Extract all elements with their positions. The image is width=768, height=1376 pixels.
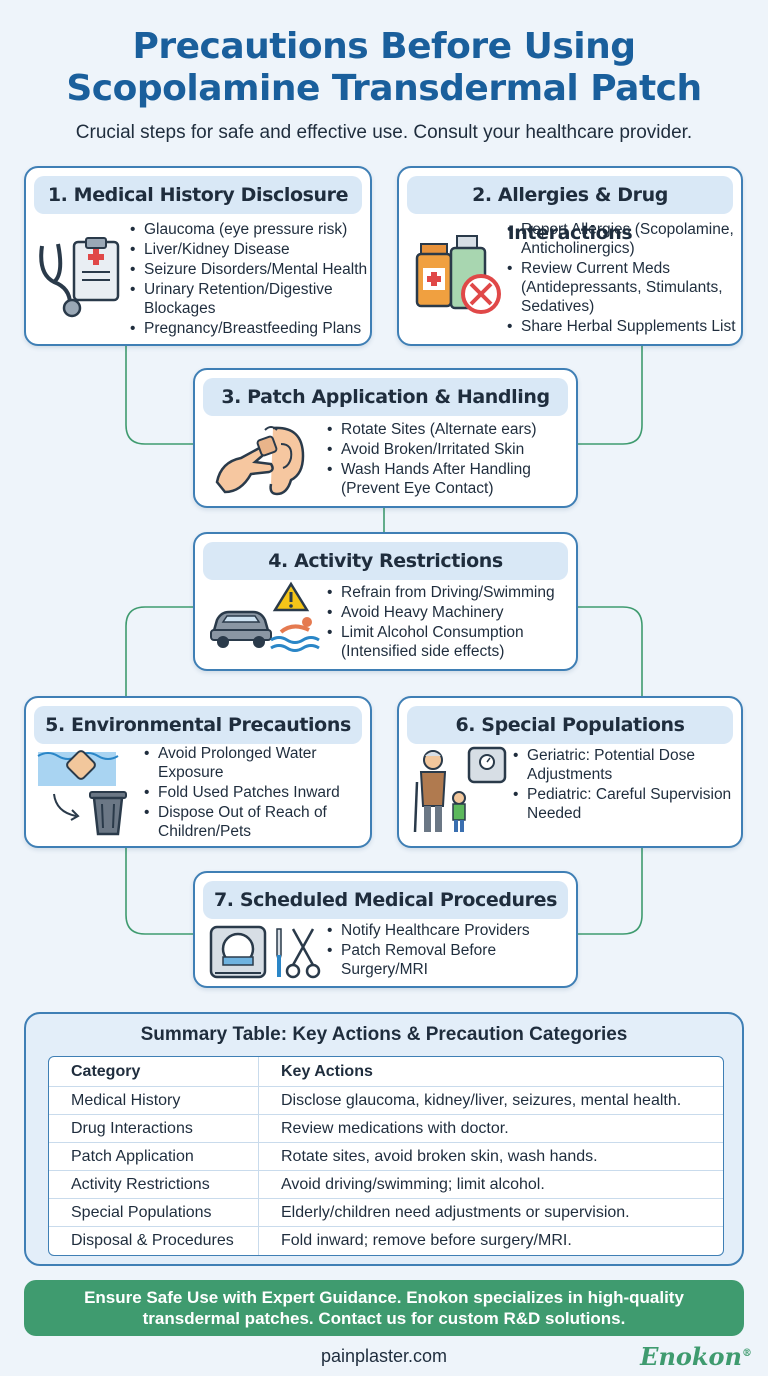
- table-cell: Review medications with doctor.: [259, 1115, 723, 1143]
- card-activity-restrictions: 4. Activity Restrictions Refrain from Dr…: [193, 532, 578, 671]
- card-title: 7. Scheduled Medical Procedures: [203, 881, 568, 919]
- card-item-list: Notify Healthcare Providers Patch Remova…: [327, 921, 577, 980]
- medicine-bottles-icon: [415, 232, 505, 323]
- list-item: Wash Hands After Handling (Prevent Eye C…: [327, 460, 577, 498]
- card-patch-application: 3. Patch Application & Handling Rotate S…: [193, 368, 578, 508]
- card-title: 6. Special Populations: [407, 706, 733, 744]
- card-title: 4. Activity Restrictions: [203, 542, 568, 580]
- table-header-row: Category Key Actions: [49, 1057, 723, 1087]
- list-item: Avoid Prolonged Water Exposure: [144, 744, 370, 782]
- list-item: Share Herbal Supplements List: [507, 317, 739, 336]
- stethoscope-clipboard-icon: [34, 234, 126, 325]
- table-cell: Drug Interactions: [49, 1115, 259, 1143]
- table-cell: Disposal & Procedures: [49, 1227, 259, 1255]
- connector-lines: [125, 346, 643, 935]
- list-item: Dispose Out of Reach of Children/Pets: [144, 803, 370, 841]
- table-cell: Patch Application: [49, 1143, 259, 1171]
- card-title: 5. Environmental Precautions: [34, 706, 362, 744]
- ear-patch-icon: [211, 422, 311, 507]
- website-link[interactable]: painplaster.com: [320, 1346, 448, 1366]
- column-header-category: Category: [49, 1057, 259, 1087]
- table-row: Medical History Disclose glaucoma, kidne…: [49, 1087, 723, 1115]
- mri-scalpel-icon: [209, 925, 325, 986]
- car-swimmer-icon: [209, 580, 325, 661]
- banner-line-1: Ensure Safe Use with Expert Guidance. En…: [84, 1288, 684, 1307]
- card-item-list: Geriatric: Potential Dose Adjustments Pe…: [513, 746, 739, 824]
- table-row: Drug Interactions Review medications wit…: [49, 1115, 723, 1143]
- card-title: 1. Medical History Disclosure: [34, 176, 362, 214]
- registered-mark: ®: [742, 1348, 752, 1359]
- banner-line-2: transdermal patches. Contact us for cust…: [142, 1309, 626, 1328]
- summary-panel: Summary Table: Key Actions & Precaution …: [24, 1012, 744, 1266]
- list-item: Limit Alcohol Consumption (Intensified s…: [327, 623, 577, 661]
- list-item: Glaucoma (eye pressure risk): [130, 220, 370, 239]
- list-item: Rotate Sites (Alternate ears): [327, 420, 577, 439]
- card-allergies: 2. Allergies & Drug Interactions Report …: [397, 166, 743, 346]
- table-cell: Elderly/children need adjustments or sup…: [259, 1199, 723, 1227]
- elderly-child-scale-icon: [411, 746, 511, 843]
- summary-title: Summary Table: Key Actions & Precaution …: [140, 1024, 628, 1045]
- brand-logo: Enokon®: [640, 1342, 752, 1371]
- card-item-list: Rotate Sites (Alternate ears) Avoid Brok…: [327, 420, 577, 499]
- title-line-2: Scopolamine Transdermal Patch: [66, 68, 702, 109]
- table-row: Disposal & Procedures Fold inward; remov…: [49, 1227, 723, 1255]
- list-item: Liver/Kidney Disease: [130, 240, 370, 259]
- list-item: Avoid Heavy Machinery: [327, 603, 577, 622]
- list-item: Report Allergies (Scopolamine, Anticholi…: [507, 220, 739, 258]
- title-line-1: Precautions Before Using: [132, 26, 636, 67]
- page-subtitle: Crucial steps for safe and effective use…: [75, 122, 693, 143]
- connector-4-6: [578, 606, 643, 696]
- card-title: 3. Patch Application & Handling: [203, 378, 568, 416]
- table-row: Activity Restrictions Avoid driving/swim…: [49, 1171, 723, 1199]
- list-item: Pregnancy/Breastfeeding Plans: [130, 319, 370, 338]
- table-cell: Avoid driving/swimming; limit alcohol.: [259, 1171, 723, 1199]
- list-item: Patch Removal Before Surgery/MRI: [327, 941, 577, 979]
- table-cell: Fold inward; remove before surgery/MRI.: [281, 1232, 572, 1249]
- table-cell: Rotate sites, avoid broken skin, wash ha…: [259, 1143, 723, 1171]
- connector-4-5: [125, 606, 193, 696]
- card-medical-procedures: 7. Scheduled Medical Procedures Notify H…: [193, 871, 578, 988]
- list-item: Pediatric: Careful Supervision Needed: [513, 785, 739, 823]
- list-item: Review Current Meds (Antidepressants, St…: [507, 259, 739, 316]
- card-environmental: 5. Environmental Precautions Avoid Prolo…: [24, 696, 372, 848]
- card-item-list: Report Allergies (Scopolamine, Anticholi…: [507, 220, 739, 337]
- connector-6-7: [578, 848, 643, 935]
- summary-table: Category Key Actions Medical History Dis…: [48, 1056, 724, 1256]
- table-row: Special Populations Elderly/children nee…: [49, 1199, 723, 1227]
- table-cell: Disclose glaucoma, kidney/liver, seizure…: [259, 1087, 723, 1115]
- list-item: Avoid Broken/Irritated Skin: [327, 440, 577, 459]
- card-title: 2. Allergies & Drug Interactions: [407, 176, 733, 244]
- table-cell: Medical History: [49, 1087, 259, 1115]
- card-item-list: Glaucoma (eye pressure risk) Liver/Kidne…: [130, 220, 370, 339]
- connector-2-3: [578, 346, 643, 445]
- brand-name: Enokon: [640, 1342, 742, 1371]
- cta-banner: Ensure Safe Use with Expert Guidance. En…: [24, 1280, 744, 1336]
- list-item: Notify Healthcare Providers: [327, 921, 577, 940]
- list-item: Geriatric: Potential Dose Adjustments: [513, 746, 739, 784]
- water-trash-icon: [36, 748, 136, 843]
- list-item: Urinary Retention/Digestive Blockages: [130, 280, 370, 318]
- card-special-populations: 6. Special Populations Geriatric: Potent…: [397, 696, 743, 848]
- card-item-list: Avoid Prolonged Water Exposure Fold Used…: [144, 744, 370, 842]
- table-cell: Special Populations: [49, 1199, 259, 1227]
- list-item: Fold Used Patches Inward: [144, 783, 370, 802]
- table-cell: Activity Restrictions: [49, 1171, 259, 1199]
- table-row: Patch Application Rotate sites, avoid br…: [49, 1143, 723, 1171]
- card-item-list: Refrain from Driving/Swimming Avoid Heav…: [327, 583, 577, 662]
- page-title: Precautions Before Using Scopolamine Tra…: [0, 26, 768, 110]
- list-item: Refrain from Driving/Swimming: [327, 583, 577, 602]
- connector-5-7: [125, 848, 193, 935]
- connector-1-3: [125, 346, 193, 445]
- list-item: Seizure Disorders/Mental Health: [130, 260, 370, 279]
- card-medical-history: 1. Medical History Disclosure Glaucoma (…: [24, 166, 372, 346]
- column-header-key-actions: Key Actions: [259, 1057, 723, 1087]
